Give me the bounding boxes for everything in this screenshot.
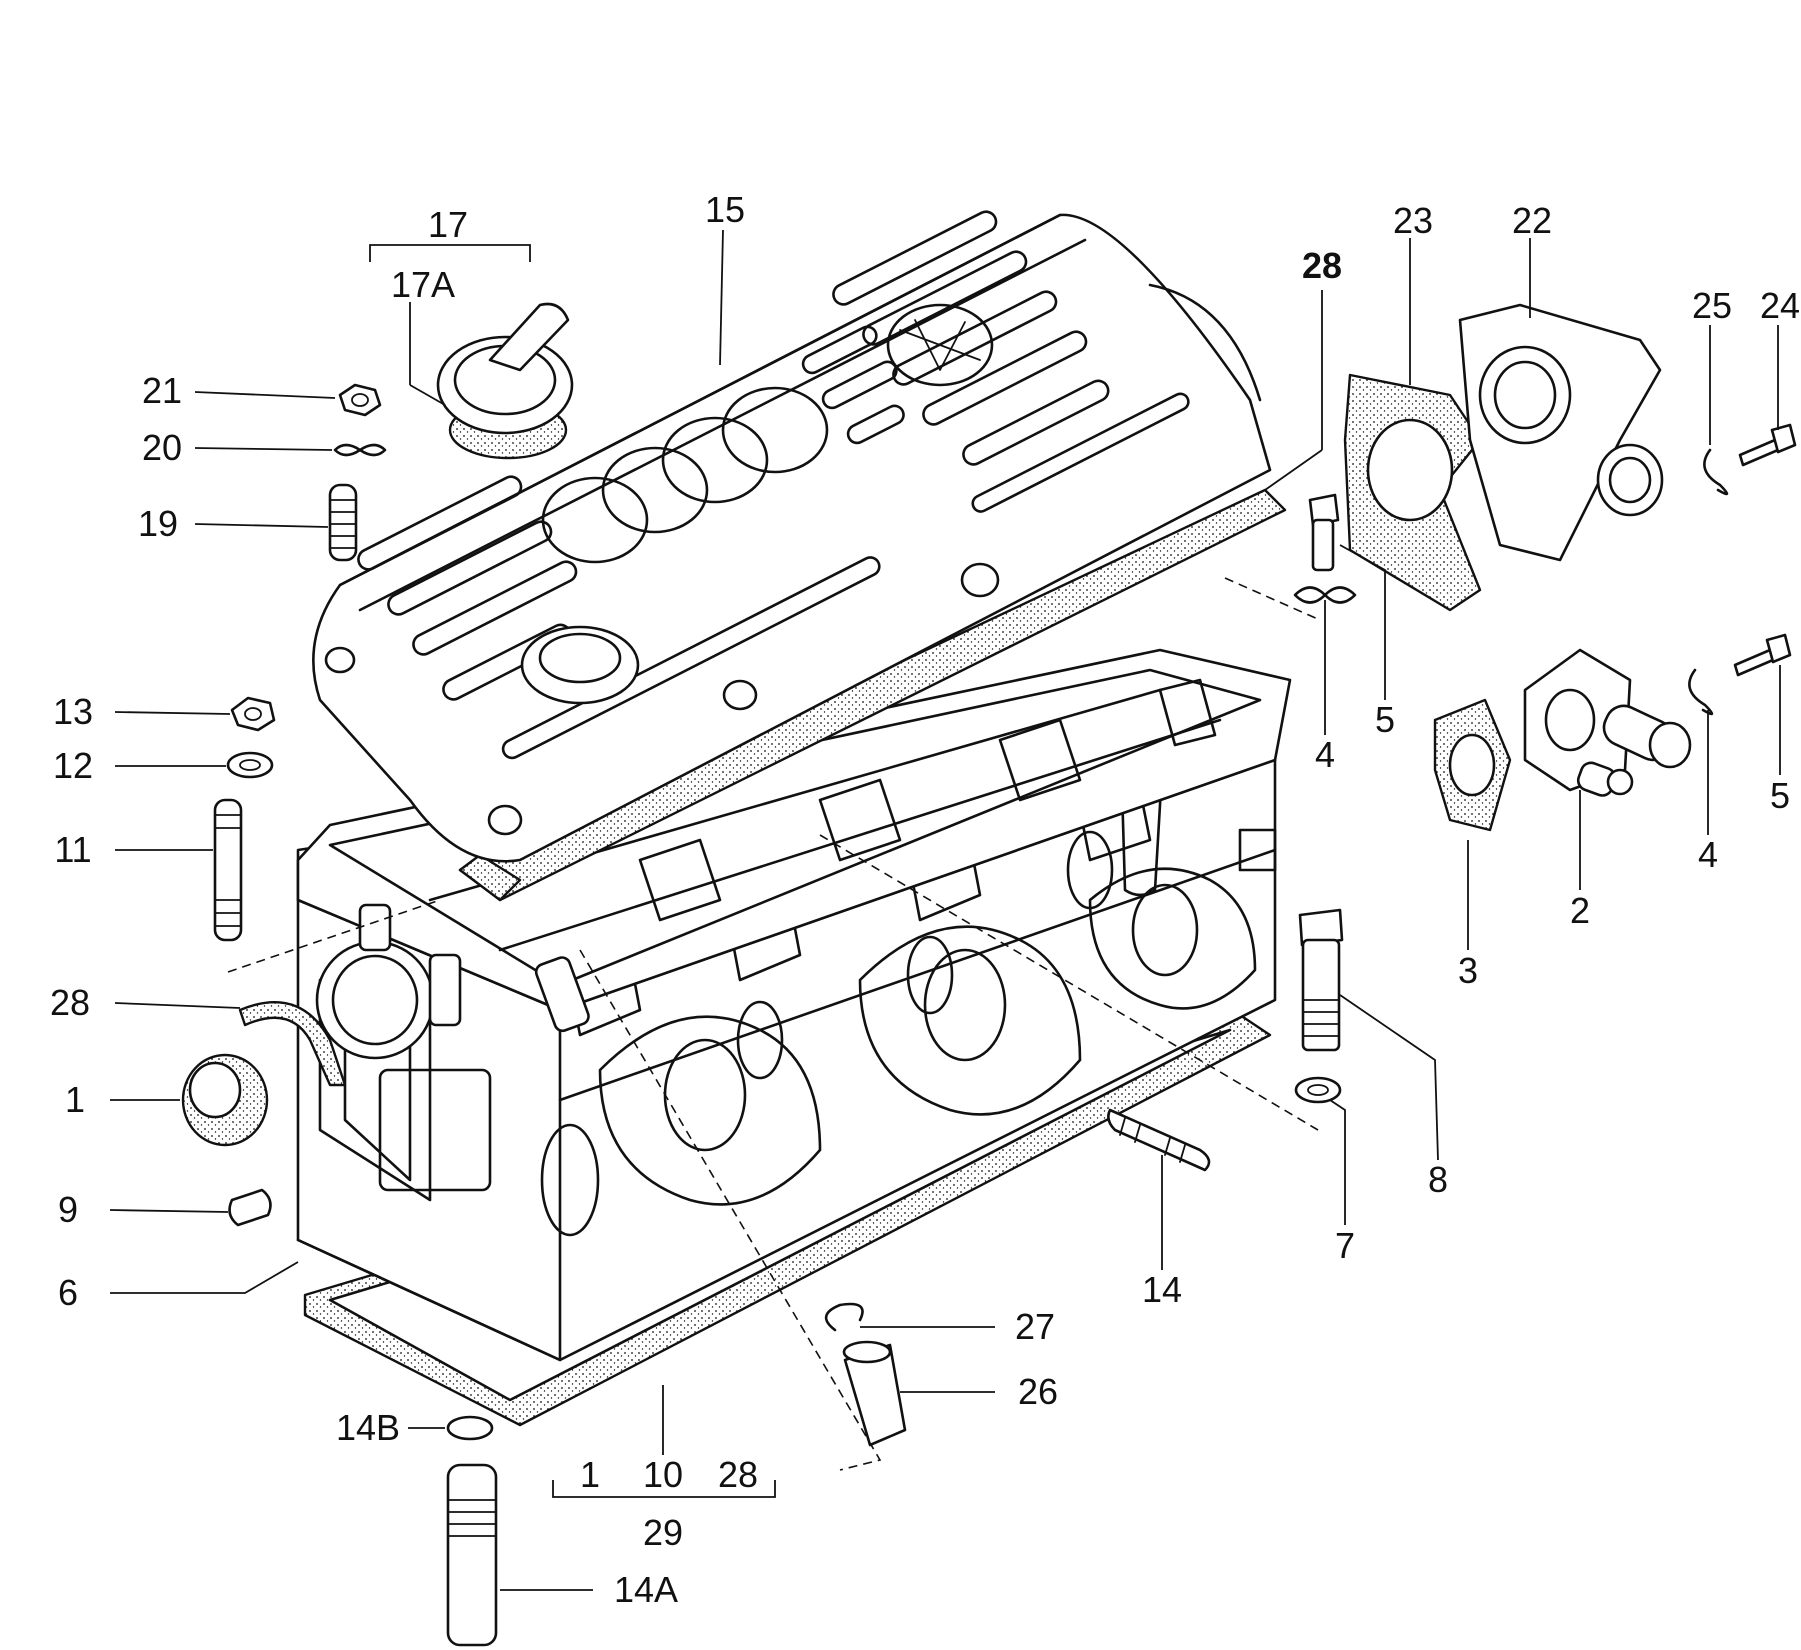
callout-14: 14 — [1142, 1269, 1182, 1310]
housing-22 — [1458, 303, 1664, 562]
callout-3: 3 — [1458, 950, 1478, 991]
callout-2: 2 — [1570, 890, 1590, 931]
callout-1: 1 — [65, 1079, 85, 1120]
guide-26 — [842, 1340, 907, 1447]
callout-28-top: 28 — [1302, 245, 1342, 286]
callout-26: 26 — [1018, 1371, 1058, 1412]
callout-19: 19 — [138, 503, 178, 544]
circlip-4-right — [1688, 668, 1714, 716]
stud-19 — [328, 483, 358, 562]
callout-12: 12 — [53, 745, 93, 786]
callout-13: 13 — [53, 691, 93, 732]
washer-7 — [1294, 1076, 1342, 1104]
bolt-5-right — [1733, 633, 1792, 677]
callout-labels: 17 17A 15 28 23 22 25 24 21 20 19 13 12 … — [50, 189, 1800, 1610]
callout-27: 27 — [1015, 1306, 1055, 1347]
ring-14b — [446, 1415, 494, 1441]
oil-seal-1 — [181, 1053, 269, 1147]
bolt-5-mid — [1308, 493, 1340, 572]
seal-28-left — [238, 1001, 347, 1087]
callout-29: 29 — [643, 1512, 683, 1553]
bolt-8 — [1298, 908, 1344, 1052]
oil-filler-cap-17 — [436, 302, 574, 460]
callout-21: 21 — [142, 370, 182, 411]
washer-12 — [226, 751, 274, 779]
washer-20 — [333, 443, 387, 457]
dowel-9 — [228, 1188, 272, 1227]
callout-10: 10 — [643, 1454, 683, 1495]
callout-7: 7 — [1335, 1225, 1355, 1266]
callout-4-right: 4 — [1698, 834, 1718, 875]
nut-21 — [338, 383, 382, 417]
washer-4-mid — [1293, 586, 1357, 604]
callout-20: 20 — [142, 427, 182, 468]
valve-cover-15 — [312, 210, 1272, 863]
callout-6: 6 — [58, 1272, 78, 1313]
gasket-3 — [1433, 698, 1512, 832]
callout-4-mid: 4 — [1315, 734, 1335, 775]
circlip-25 — [1703, 448, 1729, 496]
callout-group-1: 1 — [580, 1454, 600, 1495]
callout-28-left: 28 — [50, 982, 90, 1023]
callout-25: 25 — [1692, 285, 1732, 326]
callout-group-28: 28 — [718, 1454, 758, 1495]
callout-23: 23 — [1393, 200, 1433, 241]
nut-13 — [230, 696, 276, 732]
callout-15: 15 — [705, 189, 745, 230]
guide-14a — [446, 1463, 498, 1647]
alignment-lines — [227, 577, 1321, 1471]
bolt-24 — [1738, 423, 1797, 467]
callout-14a: 14A — [614, 1569, 678, 1610]
head-top-deck — [296, 648, 1292, 1060]
callout-5-mid: 5 — [1375, 699, 1395, 740]
callout-22: 22 — [1512, 200, 1552, 241]
callout-11: 11 — [54, 829, 91, 870]
callout-9: 9 — [58, 1189, 78, 1230]
callout-5-right: 5 — [1770, 775, 1790, 816]
leader-lines — [109, 229, 1781, 1591]
flange-2 — [1523, 648, 1692, 797]
gasket-23 — [1343, 373, 1482, 612]
stud-11 — [213, 798, 243, 942]
callout-17a: 17A — [391, 264, 455, 305]
callout-24: 24 — [1760, 285, 1800, 326]
ring-27 — [824, 1302, 864, 1332]
valve-cover-gasket-28 — [458, 488, 1287, 902]
callout-17: 17 — [428, 204, 468, 245]
stud-14 — [1107, 1108, 1211, 1172]
callout-14b: 14B — [336, 1407, 400, 1448]
callout-8: 8 — [1428, 1159, 1448, 1200]
